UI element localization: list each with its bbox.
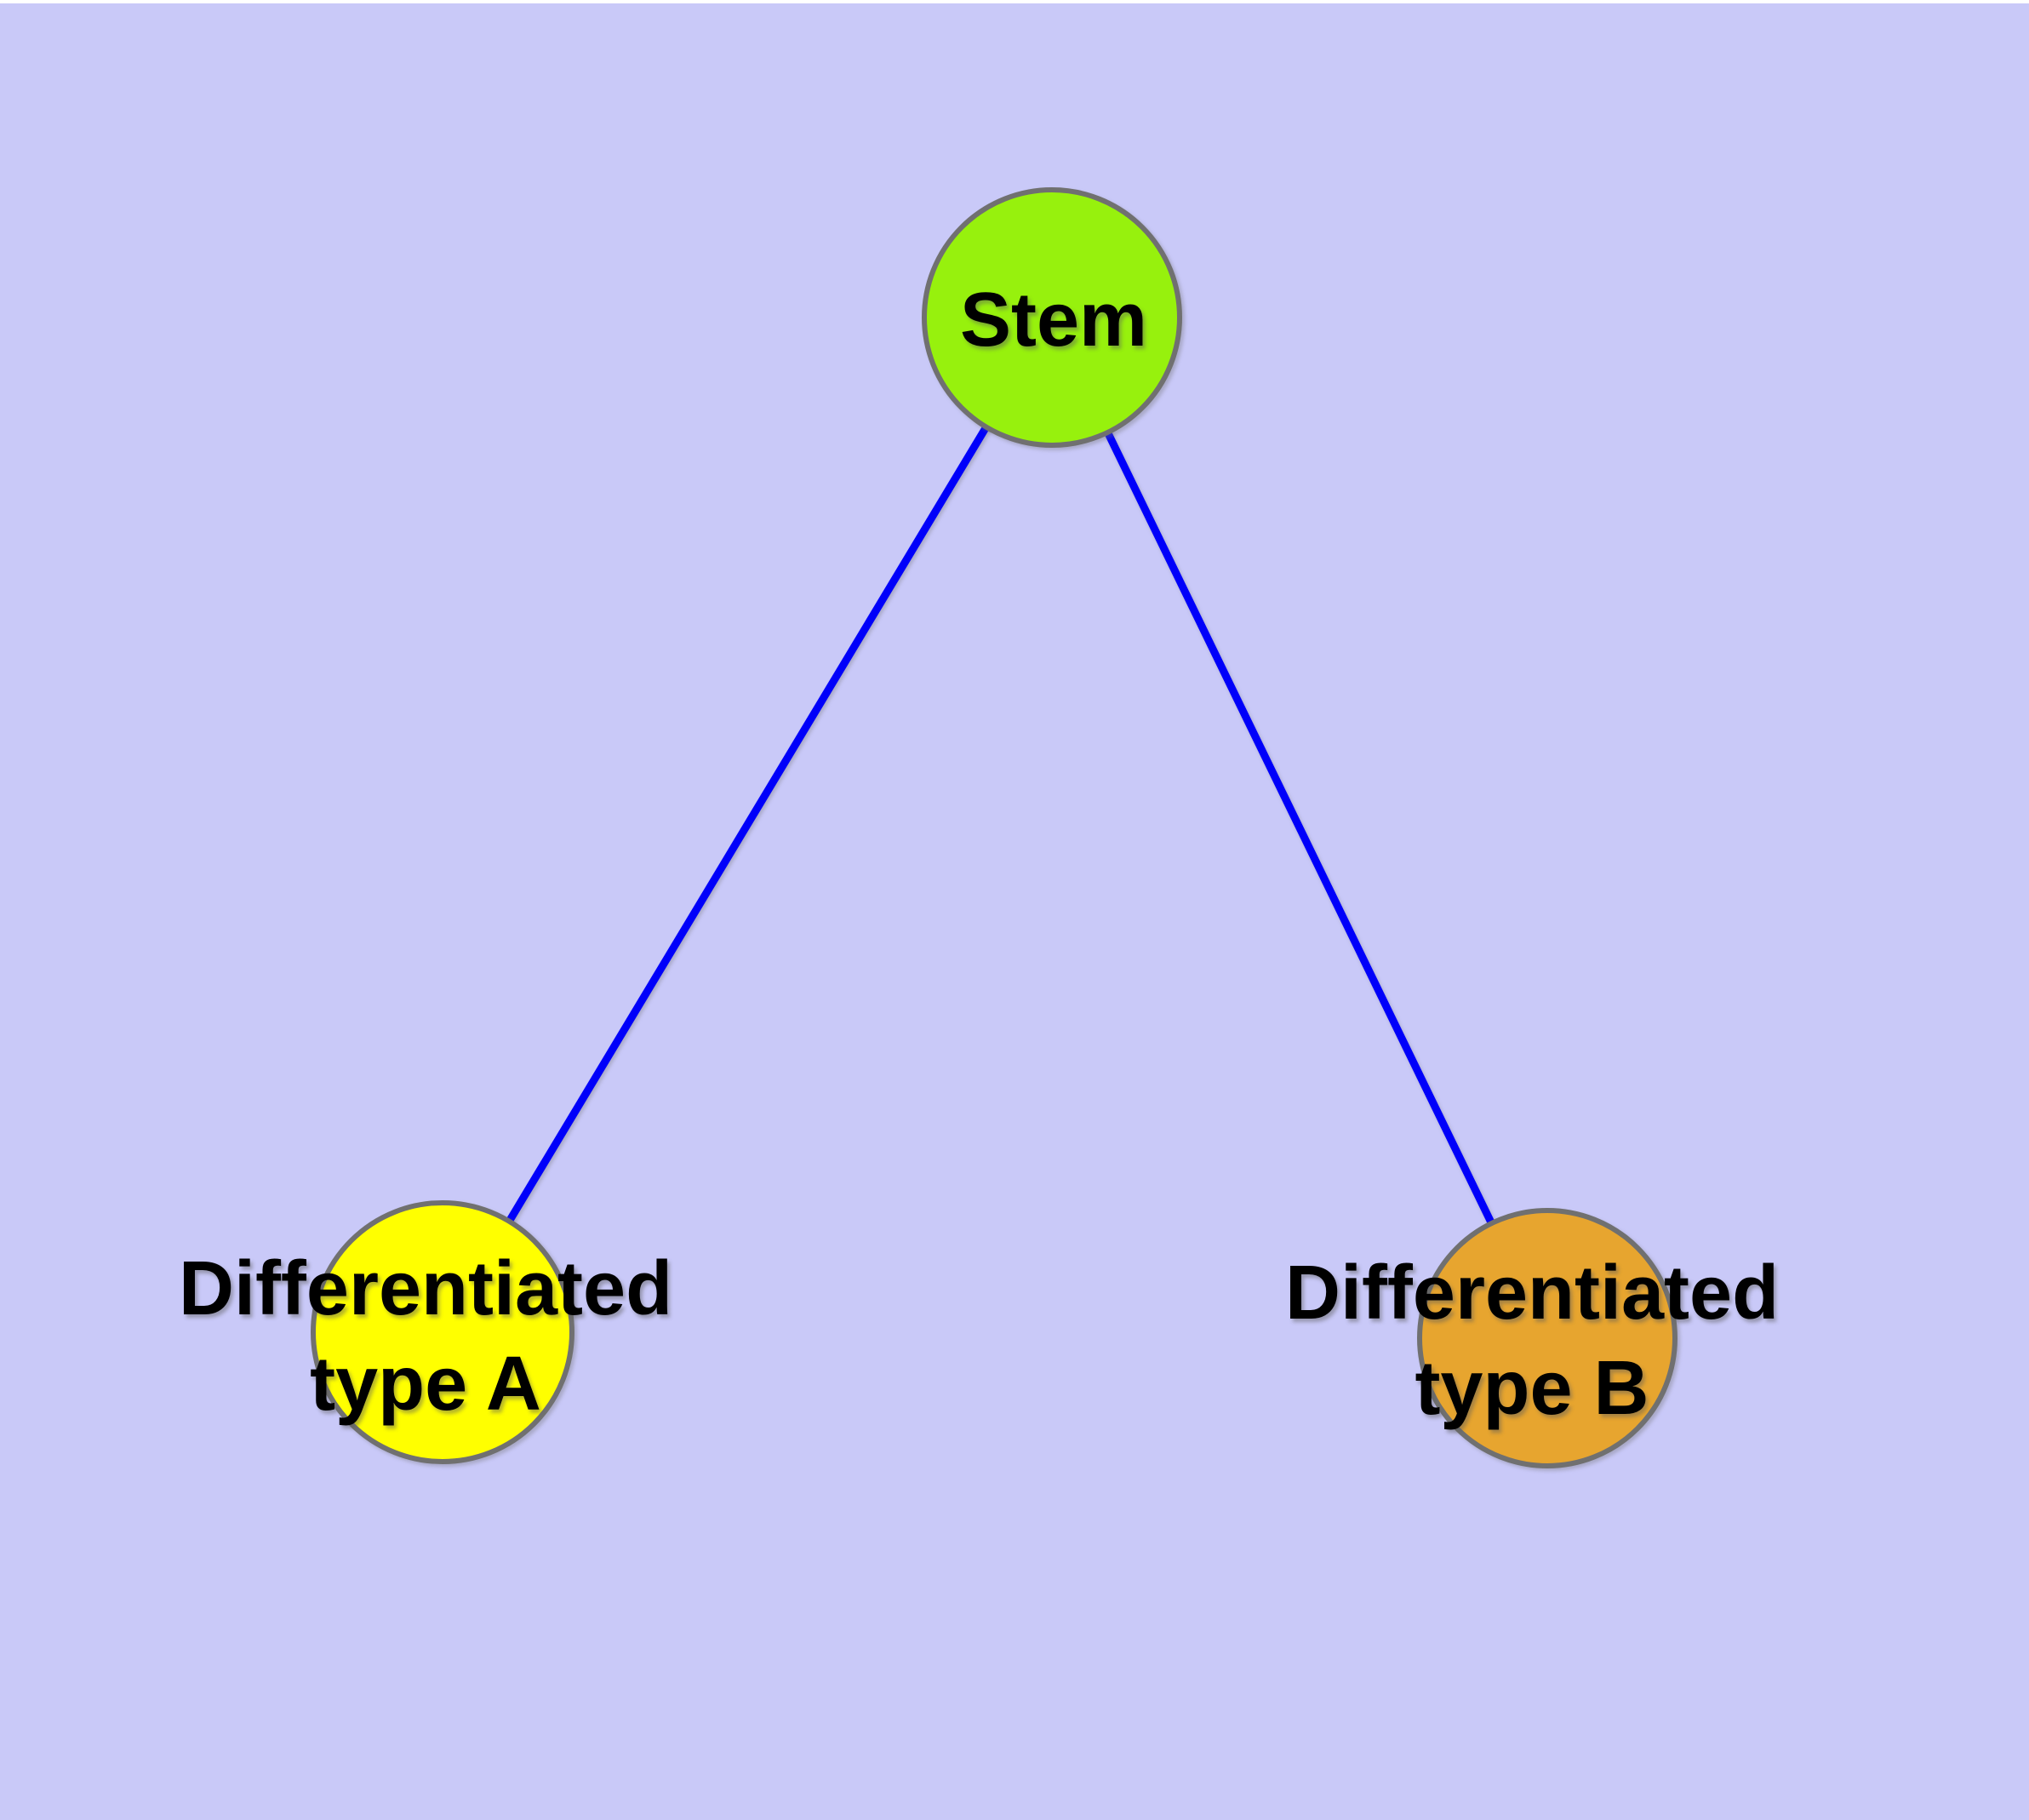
edge-stem-to-type-a [439, 315, 1055, 1335]
edge-stem-to-type-b [1048, 316, 1552, 1340]
node-differentiated-type-a[interactable] [311, 1200, 574, 1464]
node-label-type-a-line1: Differentiated [178, 1246, 673, 1331]
node-differentiated-type-b[interactable] [1417, 1208, 1677, 1468]
node-label-stem: Stem [960, 272, 1147, 368]
node-label-type-b-line1: Differentiated [1284, 1251, 1780, 1336]
node-stem[interactable] [922, 187, 1182, 448]
node-label-differentiated-type-a: Differentiated type A [179, 1241, 672, 1432]
node-label-type-b-line2: type B [1415, 1346, 1649, 1431]
node-label-type-a-line2: type A [310, 1342, 541, 1427]
top-white-strip [0, 0, 2029, 3]
node-label-differentiated-type-b: Differentiated type B [1285, 1245, 1779, 1436]
node-label-stem-text: Stem [959, 278, 1148, 363]
